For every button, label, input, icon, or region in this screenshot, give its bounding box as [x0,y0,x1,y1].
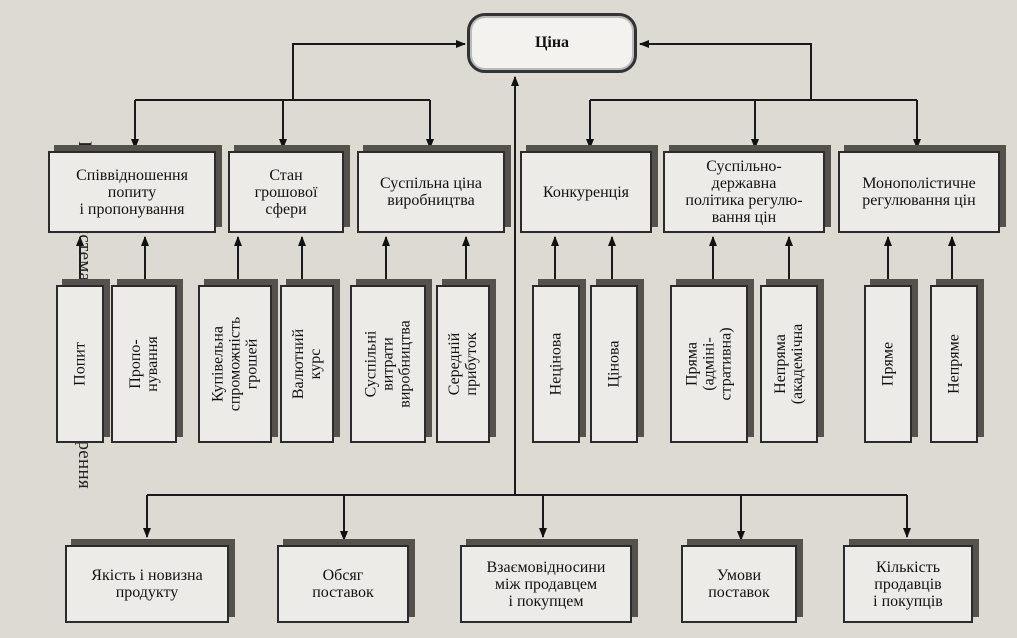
subfactor-label: Валютний курс [290,328,324,400]
bottom-factor-label: Взаємовідносини між продавцем і покупцем [486,558,606,610]
bottom-factor-label: Умови поставок [708,567,770,601]
subfactor-box: Пропо- нування [111,285,177,443]
factor-box: Суспільно- державна політика регулю- ван… [663,151,825,233]
subfactor-label: Суспільні витрати виробництва [362,320,414,408]
subfactor-label: Середній прибуток [446,332,480,396]
subfactor-box: Непряме [930,285,978,443]
price-node: Ціна [467,13,637,73]
subfactor-box: Суспільні витрати виробництва [350,285,426,443]
subfactor-label: Цінова [605,340,623,388]
factor-box: Суспільна ціна виробництва [357,151,505,233]
factor-label: Стан грошової сфери [254,166,318,218]
subfactor-box: Нецінова [532,285,580,443]
subfactor-label: Пряме [879,341,897,387]
subfactor-label: Купівельна спроможність грошей [209,316,261,412]
factor-label: Суспільно- державна політика регулю- ван… [685,158,803,226]
subfactor-label: Нецінова [547,332,565,396]
subfactor-box: Середній прибуток [436,285,490,443]
bottom-factor-box: Взаємовідносини між продавцем і покупцем [460,545,632,623]
factor-box: Конкуренція [520,151,652,233]
subfactor-box: Непряма (академічна [760,285,818,443]
bottom-factor-label: Обсяг поставок [312,567,374,601]
subfactor-label: Пропо- нування [127,336,161,392]
subfactor-box: Купівельна спроможність грошей [198,285,272,443]
subfactor-label: Непряма (академічна [772,323,806,405]
factor-label: Суспільна ціна виробництва [380,175,482,209]
subfactor-label: Попит [71,342,89,386]
subfactor-box: Пряма (адміні- стративна) [670,285,748,443]
bottom-factor-box: Обсяг поставок [277,545,409,623]
subfactor-box: Попит [56,285,104,443]
bottom-factor-box: Кількість продавців і покупців [843,545,973,623]
factor-box: Монополістичне регулювання цін [838,151,1000,233]
factor-box: Стан грошової сфери [228,151,344,233]
subfactor-box: Пряме [864,285,912,443]
factor-label: Монополістичне регулювання цін [862,175,976,209]
bottom-factor-label: Кількість продавців і покупців [873,558,943,610]
price-label: Ціна [534,34,570,51]
bottom-factor-box: Умови поставок [681,545,797,623]
factor-box: Співвідношення попиту і пропонування [48,151,216,233]
bottom-factor-box: Якість і новизна продукту [65,545,229,623]
factor-label: Співвідношення попиту і пропонування [76,166,188,218]
factor-label: Конкуренція [542,183,629,201]
bottom-factor-label: Якість і новизна продукту [91,567,203,601]
subfactor-box: Цінова [590,285,638,443]
subfactor-label: Пряма (адміні- стративна) [683,327,735,401]
subfactor-box: Валютний курс [280,285,334,443]
subfactor-label: Непряме [945,334,963,394]
